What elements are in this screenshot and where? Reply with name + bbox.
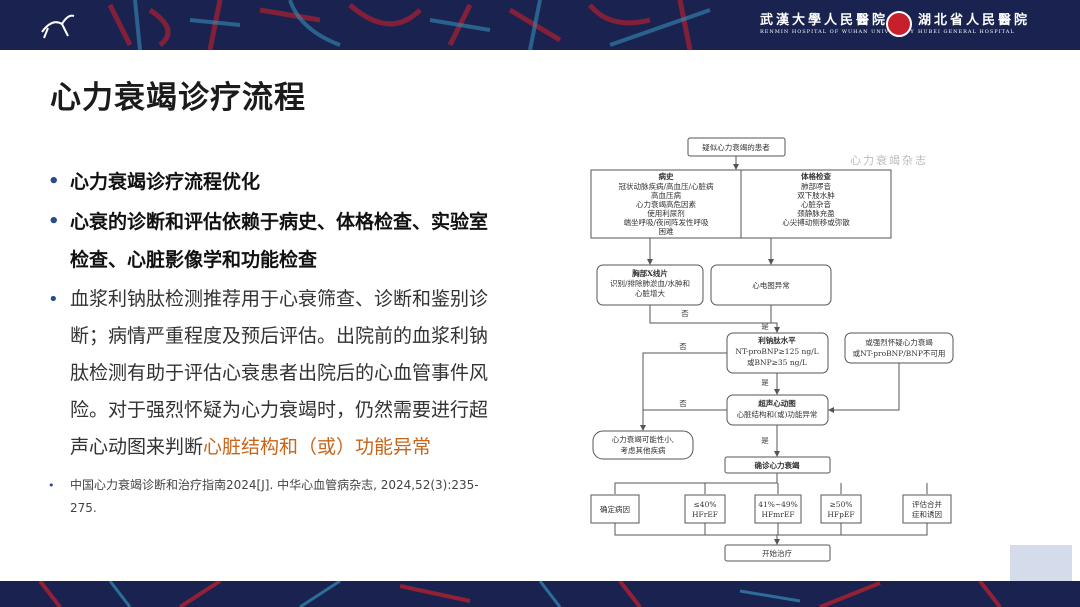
flow-xray-title: 胸部X线片: [632, 268, 668, 278]
node-comorb: [902, 494, 952, 524]
node-hfref: [684, 494, 726, 524]
flow-no1: 否: [681, 309, 689, 318]
flow-yes2: 是: [761, 378, 769, 387]
bullet-item: • 心力衰竭诊疗流程优化: [48, 163, 498, 201]
flow-no2: 否: [679, 342, 687, 351]
flow-history-item: 端坐呼吸/夜间阵发性呼吸: [623, 217, 709, 227]
corner-decoration: [1010, 545, 1072, 583]
flow-hfmref: 41%~49%: [758, 500, 798, 509]
flow-exam-title: 体格检查: [801, 171, 831, 181]
diagnosis-flowchart: 疑似心力衰竭的患者 病史 冠状动脉疾病/高血压/心脏病 高血压病 心力衰竭高危因…: [585, 133, 990, 573]
bullet-dot-icon: •: [48, 479, 55, 492]
flow-ecg: 心电图异常: [752, 280, 790, 290]
flow-history-item: 使用利尿剂: [647, 208, 685, 218]
flow-history-title: 病史: [659, 171, 674, 181]
bullet-dot-icon: •: [48, 171, 60, 192]
node-hfpef: [820, 494, 862, 524]
flow-no3: 否: [679, 399, 687, 408]
flow-exam-item: 肺部啰音: [801, 181, 831, 191]
flow-history-item: 困难: [659, 226, 674, 236]
flow-history-item: 冠状动脉疾病/高血压/心脏病: [618, 181, 714, 191]
node-unlikely: [592, 430, 694, 460]
flow-exam-item: 颈静脉充盈: [797, 208, 835, 218]
flow-treat: 开始治疗: [762, 548, 792, 558]
flow-history-item: 高血压病: [651, 190, 681, 200]
flow-suspect: 疑似心力衰竭的患者: [702, 142, 770, 152]
hospital-emblem-icon: [886, 11, 912, 37]
flow-exam-item: 心尖搏动侧移或弥散: [782, 217, 850, 227]
flow-xray-item: 心脏增大: [635, 288, 665, 298]
top-banner: 武漢大學人民醫院 RENMIN HOSPITAL OF WUHAN UNIVER…: [0, 0, 1080, 50]
flow-np-item: 或BNP≥35 ng/L: [747, 357, 807, 367]
flow-unlikely: 考虑其他疾病: [621, 445, 666, 455]
flow-np-title: 利钠肽水平: [757, 335, 796, 345]
flow-unlikely: 心力衰竭可能性小,: [612, 434, 674, 444]
hospital1-cn: 武漢大學人民醫院: [760, 13, 889, 28]
flow-xray-item: 识别/排除肺淤血/水肿和: [610, 278, 690, 288]
flow-echo-title: 超声心动图: [757, 398, 796, 408]
calligraphy-decoration: [107, 0, 711, 50]
flow-yes1: 是: [761, 322, 769, 331]
highlight-text: 心脏结构和（或）功能异常: [203, 436, 432, 458]
bottom-decoration: [38, 581, 1002, 607]
reference: • 中国心力衰竭诊断和治疗指南2024[J]. 中华心血管病杂志, 2024,5…: [48, 474, 498, 520]
flow-hfmref: HFmrEF: [761, 510, 794, 519]
flow-comorb: 症和诱因: [912, 509, 942, 519]
flow-exam-item: 双下肢水肿: [797, 190, 835, 200]
bullet-item: • 血浆利钠肽检测推荐用于心衰筛查、诊断和鉴别诊断；病情严重程度及预后评估。出院…: [48, 281, 498, 466]
flow-comorb: 评估合并: [912, 499, 942, 509]
flow-yes3: 是: [761, 436, 769, 445]
bullet-dot-icon: •: [48, 211, 60, 232]
bullet-item: • 心衰的诊断和评估依赖于病史、体格检查、实验室检查、心脏影像学和功能检查: [48, 203, 498, 279]
reference-text: 中国心力衰竭诊断和治疗指南2024[J]. 中华心血管病杂志, 2024,52(…: [70, 478, 479, 515]
bullet-list: • 心力衰竭诊疗流程优化 • 心衰的诊断和评估依赖于病史、体格检查、实验室检查、…: [48, 163, 498, 520]
bottom-banner: [0, 581, 1080, 607]
flow-cause: 确定病因: [600, 504, 630, 514]
bullet-text: 心力衰竭诊疗流程优化: [70, 171, 261, 193]
node-cause: [590, 494, 640, 524]
bullet-text: 心衰的诊断和评估依赖于病史、体格检查、实验室检查、心脏影像学和功能检查: [70, 211, 489, 271]
node-treat: [724, 544, 831, 562]
journal-watermark: 心力衰竭杂志: [850, 154, 928, 167]
flow-np-alt: 或NT-proBNP/BNP不可用: [853, 348, 946, 358]
flow-echo-sub: 心脏结构和(或)功能异常: [737, 409, 818, 419]
flowchart-svg: 疑似心力衰竭的患者 病史 冠状动脉疾病/高血压/心脏病 高血压病 心力衰竭高危因…: [590, 137, 954, 562]
bullet-text: 血浆利钠肽检测推荐用于心衰筛查、诊断和鉴别诊断；病情严重程度及预后评估。出院前的…: [70, 288, 489, 458]
hospital1-en: RENMIN HOSPITAL OF WUHAN UNIVERSITY: [760, 29, 915, 35]
crane-logo-icon: [41, 14, 75, 39]
flow-np-alt: 或强烈怀疑心力衰竭: [865, 337, 933, 347]
flow-history-item: 心力衰竭高危因素: [636, 199, 696, 209]
bullet-dot-icon: •: [48, 289, 59, 310]
flow-hfpef: ≥50%: [830, 500, 853, 509]
hospital2-name: 湖北省人民醫院 HUBEI GENERAL HOSPITAL: [918, 9, 1030, 35]
flow-exam-item: 心脏杂音: [801, 199, 831, 209]
flow-hfref: HFrEF: [692, 510, 718, 519]
flow-diagnose: 确诊心力衰竭: [755, 460, 800, 470]
page-title: 心力衰竭诊疗流程: [50, 80, 306, 116]
flow-np-item: NT-proBNP≥125 ng/L: [735, 347, 818, 356]
flow-hfref: ≤40%: [694, 500, 717, 509]
flow-hfpef: HFpEF: [827, 510, 854, 519]
hospital2-en: HUBEI GENERAL HOSPITAL: [918, 29, 1015, 35]
hospital1-name: 武漢大學人民醫院 RENMIN HOSPITAL OF WUHAN UNIVER…: [760, 9, 915, 35]
hospital2-cn: 湖北省人民醫院: [918, 13, 1031, 28]
